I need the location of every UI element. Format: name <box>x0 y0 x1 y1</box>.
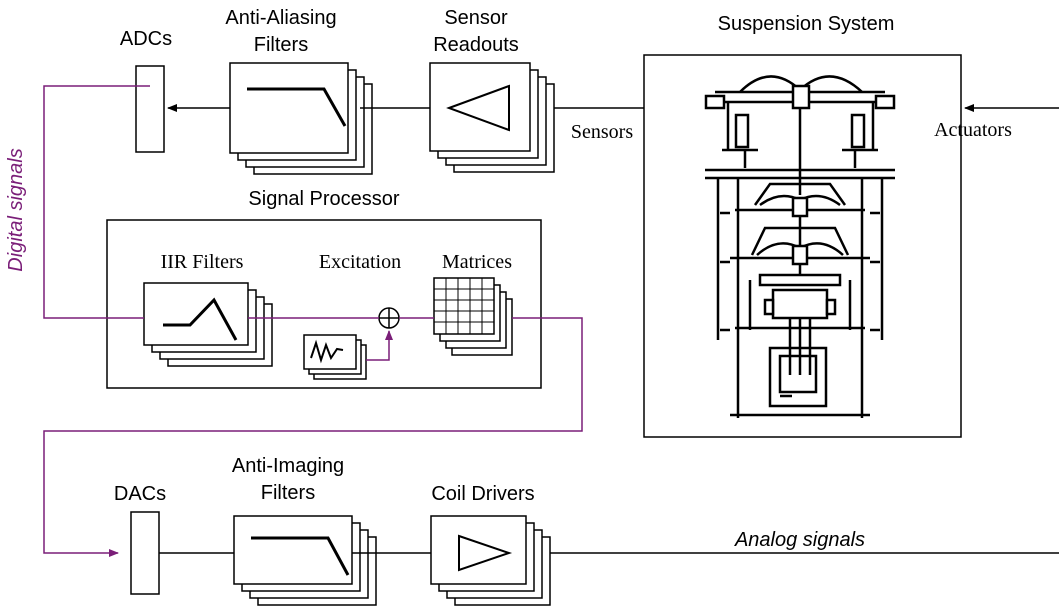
dacs-label: DACs <box>114 483 166 505</box>
amplifier-triangle-icon <box>446 84 510 132</box>
noise-waveform-icon <box>310 339 344 364</box>
sensor-readouts-stack <box>429 62 555 173</box>
dac-box <box>130 511 160 595</box>
suspension-system-label: Suspension System <box>718 13 895 35</box>
matrices-to-dac-digital-path <box>43 317 583 557</box>
digital-signals-label: Digital signals <box>5 148 27 271</box>
anti-imaging-label-line2: Filters <box>261 482 315 504</box>
adc-to-iir-digital-path <box>43 85 150 319</box>
excitation-label: Excitation <box>319 251 401 273</box>
iir-filter-stack <box>143 282 273 367</box>
excitation-to-sum-arrow <box>366 330 393 361</box>
coil-drivers-stack <box>430 515 551 606</box>
analog-signals-label: Analog signals <box>734 529 865 551</box>
matrices-stack <box>433 277 513 356</box>
lowpass-response-icon <box>247 87 347 127</box>
signal-processor-label: Signal Processor <box>248 188 400 210</box>
actuators-label: Actuators <box>934 119 1012 141</box>
iir-filters-label: IIR Filters <box>161 251 244 273</box>
anti-imaging-label-line1: Anti-Imaging <box>232 455 344 477</box>
adc-box <box>135 65 165 153</box>
suspension-drawing <box>704 75 896 418</box>
bandpass-response-icon <box>163 297 238 341</box>
matrix-grid-icon <box>434 278 494 334</box>
adcs-label: ADCs <box>120 28 172 50</box>
anti-imaging-filter-stack <box>233 515 377 606</box>
sensor-readouts-label-line2: Readouts <box>433 34 519 56</box>
driver-triangle-icon <box>458 534 513 572</box>
anti-aliasing-filter-stack <box>229 62 373 175</box>
anti-aliasing-label-line1: Anti-Aliasing <box>225 7 336 29</box>
excitation-stack <box>303 334 367 380</box>
lowpass-response-icon-2 <box>251 536 350 576</box>
sensors-label: Sensors <box>571 121 633 143</box>
coil-drivers-label: Coil Drivers <box>431 483 534 505</box>
summing-junction-icon <box>378 307 400 329</box>
sensor-readouts-label-line1: Sensor <box>444 7 508 29</box>
anti-aliasing-label-line2: Filters <box>254 34 308 56</box>
matrices-label: Matrices <box>442 251 512 273</box>
